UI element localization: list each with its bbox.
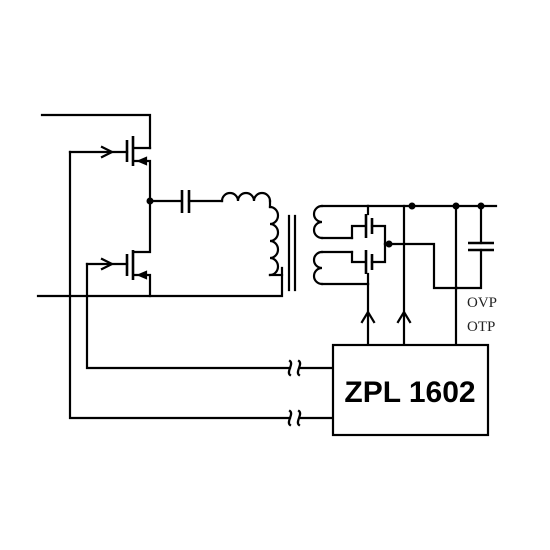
gate-line-low — [85, 262, 292, 370]
break-mark-icon — [287, 359, 302, 377]
sync-rectifier-bottom-mosfet — [350, 242, 387, 286]
output-capacitor-icon — [455, 204, 494, 290]
high-side-mosfet — [40, 113, 152, 202]
gate-arrow-icon — [100, 257, 115, 271]
gate-arrow-icon — [100, 145, 115, 159]
transformer-primary-icon — [268, 205, 280, 277]
ovp-label: OVP — [467, 295, 497, 311]
resonant-inductor-icon — [220, 191, 272, 203]
junction-dot — [408, 202, 416, 210]
transformer-secondary-bottom-icon — [312, 250, 324, 286]
arrow-up-icon — [360, 309, 376, 324]
break-mark-icon — [287, 409, 302, 427]
transformer-core-icon — [287, 214, 297, 292]
ground-rail — [36, 266, 284, 298]
sync-rectifier-top-mosfet — [350, 204, 387, 246]
otp-label: OTP — [467, 319, 495, 335]
controller-chip — [331, 343, 490, 437]
arrow-up-icon — [396, 309, 412, 324]
controller-label: ZPL 1602 — [344, 376, 475, 409]
low-side-mosfet — [125, 198, 152, 298]
transformer-secondary-top-icon — [312, 204, 324, 240]
gate-line-high — [68, 150, 292, 420]
